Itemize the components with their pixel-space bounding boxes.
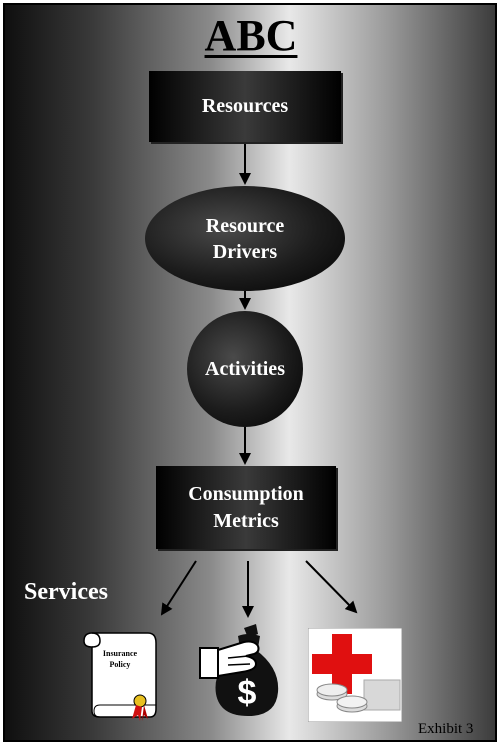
resources-label: Resources (201, 95, 289, 117)
resource-drivers-ellipse: Resource Drivers (145, 186, 345, 291)
activities-label: Activities (205, 357, 285, 380)
services-label: Services (24, 579, 108, 605)
resource-drivers-label: Resource Drivers (205, 214, 285, 263)
money-bag-icon: $ (199, 624, 279, 716)
svg-text:$: $ (238, 674, 257, 712)
arrow-metrics-to-medical (305, 560, 358, 614)
insurance-policy-icon (83, 632, 157, 721)
exhibit-label: Exhibit 3 (418, 721, 474, 737)
insurance-policy-text: Insurance Policy (102, 649, 138, 669)
resources-box: Resources (149, 71, 341, 142)
activities-circle: Activities (187, 311, 303, 427)
arrow-metrics-to-insurance (160, 560, 197, 616)
diagram-title: ABC (204, 11, 298, 60)
medical-cross-icon (308, 628, 402, 722)
consumption-metrics-label: Consumption Metrics (188, 482, 304, 532)
consumption-metrics-box: Consumption Metrics (156, 466, 336, 549)
